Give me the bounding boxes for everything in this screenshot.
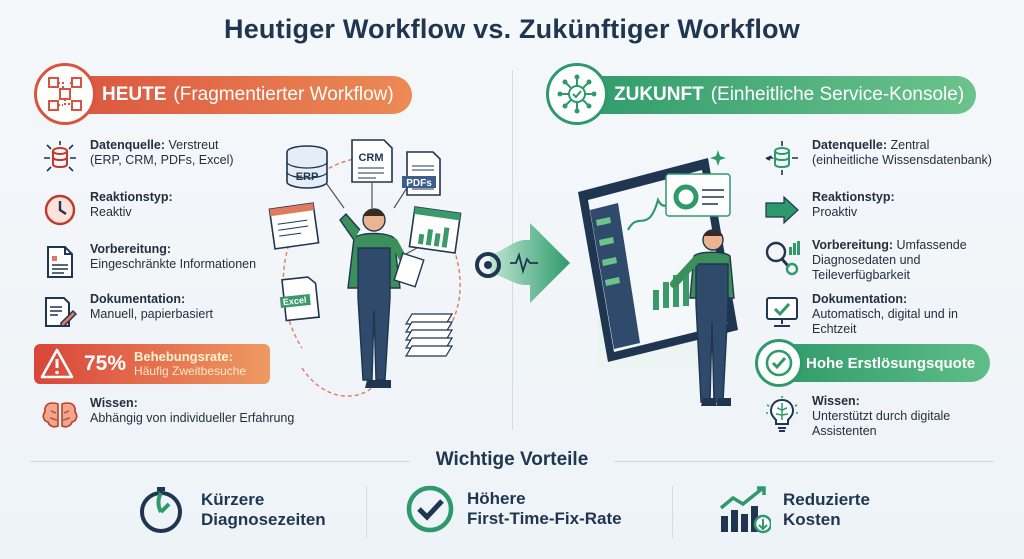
excel-label: Excel xyxy=(282,295,306,307)
document-icon xyxy=(40,242,80,282)
floating-panel xyxy=(665,173,731,217)
zukunft-item-dokumentation: Dokumentation:Automatisch, digital und i… xyxy=(762,292,1012,337)
rate-percent: 75% xyxy=(84,352,127,375)
detail-z-vorbereitung: Diagnosedaten und xyxy=(812,253,921,267)
magnifier-gear-icon xyxy=(762,238,802,278)
benefit1-line2: Diagnosezeiten xyxy=(201,510,326,529)
heute-item-datenquelle: Datenquelle: Verstreut(ERP, CRM, PDFs, E… xyxy=(40,138,290,178)
label-datenquelle: Datenquelle: xyxy=(90,138,166,152)
check-badge-icon xyxy=(406,485,454,533)
transition-arrow xyxy=(475,223,570,303)
label-z-wissen: Wissen: xyxy=(812,394,860,408)
label-z-dokumentation: Dokumentation: xyxy=(812,292,908,306)
gear-icon xyxy=(475,252,501,278)
zukunft-label: ZUKUNFT xyxy=(614,84,704,105)
zukunft-item-reaktionstyp: Reaktionstyp:Proaktiv xyxy=(762,190,1012,230)
label-z-reaktionstyp: Reaktionstyp: xyxy=(812,190,895,204)
detail2-z-vorbereitung: Teileverfügbarkeit xyxy=(812,268,910,282)
detail-wissen: Abhängig von individueller Erfahrung xyxy=(90,411,295,425)
erp-database-icon xyxy=(286,145,328,189)
label-z-datenquelle: Datenquelle: xyxy=(812,138,888,152)
zukunft-banner: ZUKUNFT (Einheitliche Service-Konsole) xyxy=(566,76,976,114)
forward-arrow-icon xyxy=(762,190,802,230)
behebungsrate-banner: 75% Behebungsrate:Häufig Zweitbesuche xyxy=(34,344,270,384)
rate-sub: Häufig Zweitbesuche xyxy=(134,364,247,378)
sparkle-icon xyxy=(710,150,726,166)
detail-z-reaktionstyp: Proaktiv xyxy=(812,205,858,219)
benefit1-line1: Kürzere xyxy=(201,490,265,509)
pdfs-label: PDFs xyxy=(406,178,432,189)
paper-pen-icon xyxy=(40,292,80,332)
fragmented-network-icon xyxy=(34,63,96,125)
label-reaktionstyp: Reaktionstyp: xyxy=(90,190,173,204)
excel-document-icon xyxy=(279,276,320,322)
crm-label: CRM xyxy=(358,152,383,164)
browser-window-icon xyxy=(268,202,320,250)
detail-datenquelle: (ERP, CRM, PDFs, Excel) xyxy=(90,153,234,167)
monitor-check-icon xyxy=(762,292,802,332)
benefit-separator-1 xyxy=(366,486,367,538)
technician-figure xyxy=(670,229,735,406)
heute-subtitle: (Fragmentierter Workflow) xyxy=(173,84,394,105)
value-datenquelle: Verstreut xyxy=(168,138,219,152)
detail-dokumentation: Manuell, papierbasiert xyxy=(90,307,213,321)
rate-label: Behebungsrate: xyxy=(134,349,233,364)
vorteile-rule-right xyxy=(614,461,994,462)
benefit-separator-2 xyxy=(672,486,673,538)
vorteile-rule-left xyxy=(30,461,410,462)
benefit2-line2: First-Time-Fix-Rate xyxy=(467,509,622,528)
stopwatch-icon xyxy=(140,487,182,533)
scattered-database-icon xyxy=(40,138,80,178)
chart-window-icon xyxy=(408,206,462,254)
detail-z-datenquelle: (einheitliche Wissensdatenbank) xyxy=(812,153,992,167)
heute-banner: HEUTE (Fragmentierter Workflow) xyxy=(54,76,412,114)
heute-item-dokumentation: Dokumentation:Manuell, papierbasiert xyxy=(40,292,290,332)
zukunft-item-datenquelle: Datenquelle: Zentral(einheitliche Wissen… xyxy=(762,138,1012,178)
heute-item-reaktionstyp: Reaktionstyp:Reaktiv xyxy=(40,190,290,230)
detail2-z-wissen: Assistenten xyxy=(812,424,877,438)
page-title: Heutiger Workflow vs. Zukünftiger Workfl… xyxy=(224,14,800,44)
vorteile-title: Wichtige Vorteile xyxy=(435,449,589,470)
benefit3-line2: Kosten xyxy=(783,510,841,529)
clock-icon xyxy=(40,190,80,230)
erp-label: ERP xyxy=(296,171,319,183)
brain-lightbulb-icon xyxy=(762,394,802,434)
confused-technician-figure xyxy=(339,208,425,388)
paper-stack-icon xyxy=(404,313,454,357)
label-wissen: Wissen: xyxy=(90,396,138,410)
heute-label: HEUTE xyxy=(102,84,167,105)
label-dokumentation: Dokumentation: xyxy=(90,292,186,306)
zukunft-subtitle: (Einheitliche Service-Konsole) xyxy=(710,84,965,105)
detail-reaktionstyp: Reaktiv xyxy=(90,205,132,219)
detail-z-wissen: Unterstützt durch digitale xyxy=(812,409,951,423)
central-database-icon xyxy=(762,138,802,178)
pdfs-document-icon xyxy=(402,151,441,196)
hub-check-icon xyxy=(546,63,608,125)
value-z-vorbereitung: Umfassende xyxy=(896,238,967,252)
detail2-z-dokumentation: Echtzeit xyxy=(812,322,857,336)
fragmented-workflow-illustration: ERP CRM PDFs Excel xyxy=(268,139,462,397)
value-z-datenquelle: Zentral xyxy=(890,138,930,152)
benefit3-line1: Reduzierte xyxy=(783,490,870,509)
warning-icon xyxy=(40,348,74,385)
brain-icon xyxy=(40,396,80,436)
crm-document-icon xyxy=(351,139,393,183)
detail-z-dokumentation: Automatisch, digital und in xyxy=(812,307,958,321)
label-z-vorbereitung: Vorbereitung: xyxy=(812,238,894,252)
heute-item-vorbereitung: Vorbereitung:Eingeschränkte Informatione… xyxy=(40,242,290,282)
benefit2-line1: Höhere xyxy=(467,489,526,508)
cost-chart-icon xyxy=(719,486,771,534)
heute-item-wissen: Wissen:Abhängig von individueller Erfahr… xyxy=(40,396,310,436)
check-circle-icon xyxy=(755,339,803,387)
label-vorbereitung: Vorbereitung: xyxy=(90,242,172,256)
service-console-illustration xyxy=(578,150,738,430)
detail-vorbereitung: Eingeschränkte Informationen xyxy=(90,257,257,271)
